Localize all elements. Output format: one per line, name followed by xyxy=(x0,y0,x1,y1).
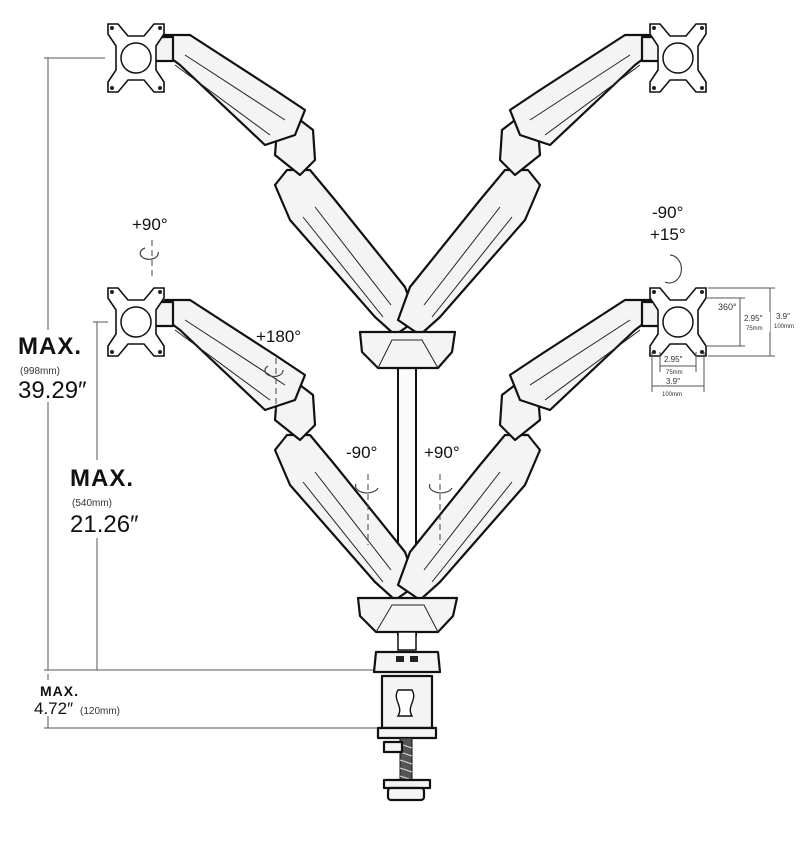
tilt-right-angle-b: +15° xyxy=(650,225,686,244)
tilt-left-angle: +90° xyxy=(132,215,168,234)
tilt-right-angle-a: -90° xyxy=(652,203,683,222)
vesa-horizontal-large: 3.9″ xyxy=(666,377,680,386)
pole-right-angle: +90° xyxy=(424,443,460,462)
vesa-horizontal-large-mm: 100mm xyxy=(662,392,682,398)
vesa-vertical-small-mm: 75mm xyxy=(746,326,763,332)
vesa-plate-top-left xyxy=(107,23,165,93)
vesa-horizontal-small-mm: 75mm xyxy=(666,370,683,376)
lower-max-label: MAX. xyxy=(70,465,134,492)
overall-max-label: MAX. xyxy=(18,333,82,360)
vesa-vertical-large: 3.9″ xyxy=(776,312,790,321)
vesa-plate-top-right xyxy=(649,23,707,93)
clamp-metric: (120mm) xyxy=(80,706,120,717)
lower-collar xyxy=(356,596,459,634)
upper-left-arm xyxy=(153,33,419,337)
vesa-plate-bottom-right xyxy=(649,287,707,357)
overall-height-dimension xyxy=(44,57,380,671)
desk-clamp xyxy=(372,631,442,802)
overall-metric: (998mm) xyxy=(20,366,60,377)
lower-metric: (540mm) xyxy=(72,498,112,509)
vesa-vertical-large-mm: 100mm xyxy=(774,324,794,330)
vesa-dimensions xyxy=(651,287,775,392)
vesa-plate-bottom-left xyxy=(107,287,165,357)
vesa-vertical-small: 2.95″ xyxy=(744,314,763,323)
vesa-horizontal-small: 2.95″ xyxy=(664,355,683,364)
pole-left-angle: -90° xyxy=(346,443,377,462)
upper-right-arm xyxy=(396,33,662,337)
overall-imperial: 39.29″ xyxy=(18,377,87,404)
clamp-max-label: MAX. xyxy=(40,683,79,699)
upper-collar xyxy=(358,330,457,370)
swivel-angle: +180° xyxy=(256,327,301,346)
clamp-imperial: 4.72″ xyxy=(34,699,73,718)
plate-spin-angle: 360° xyxy=(718,302,737,312)
lower-imperial: 21.26″ xyxy=(70,511,139,538)
